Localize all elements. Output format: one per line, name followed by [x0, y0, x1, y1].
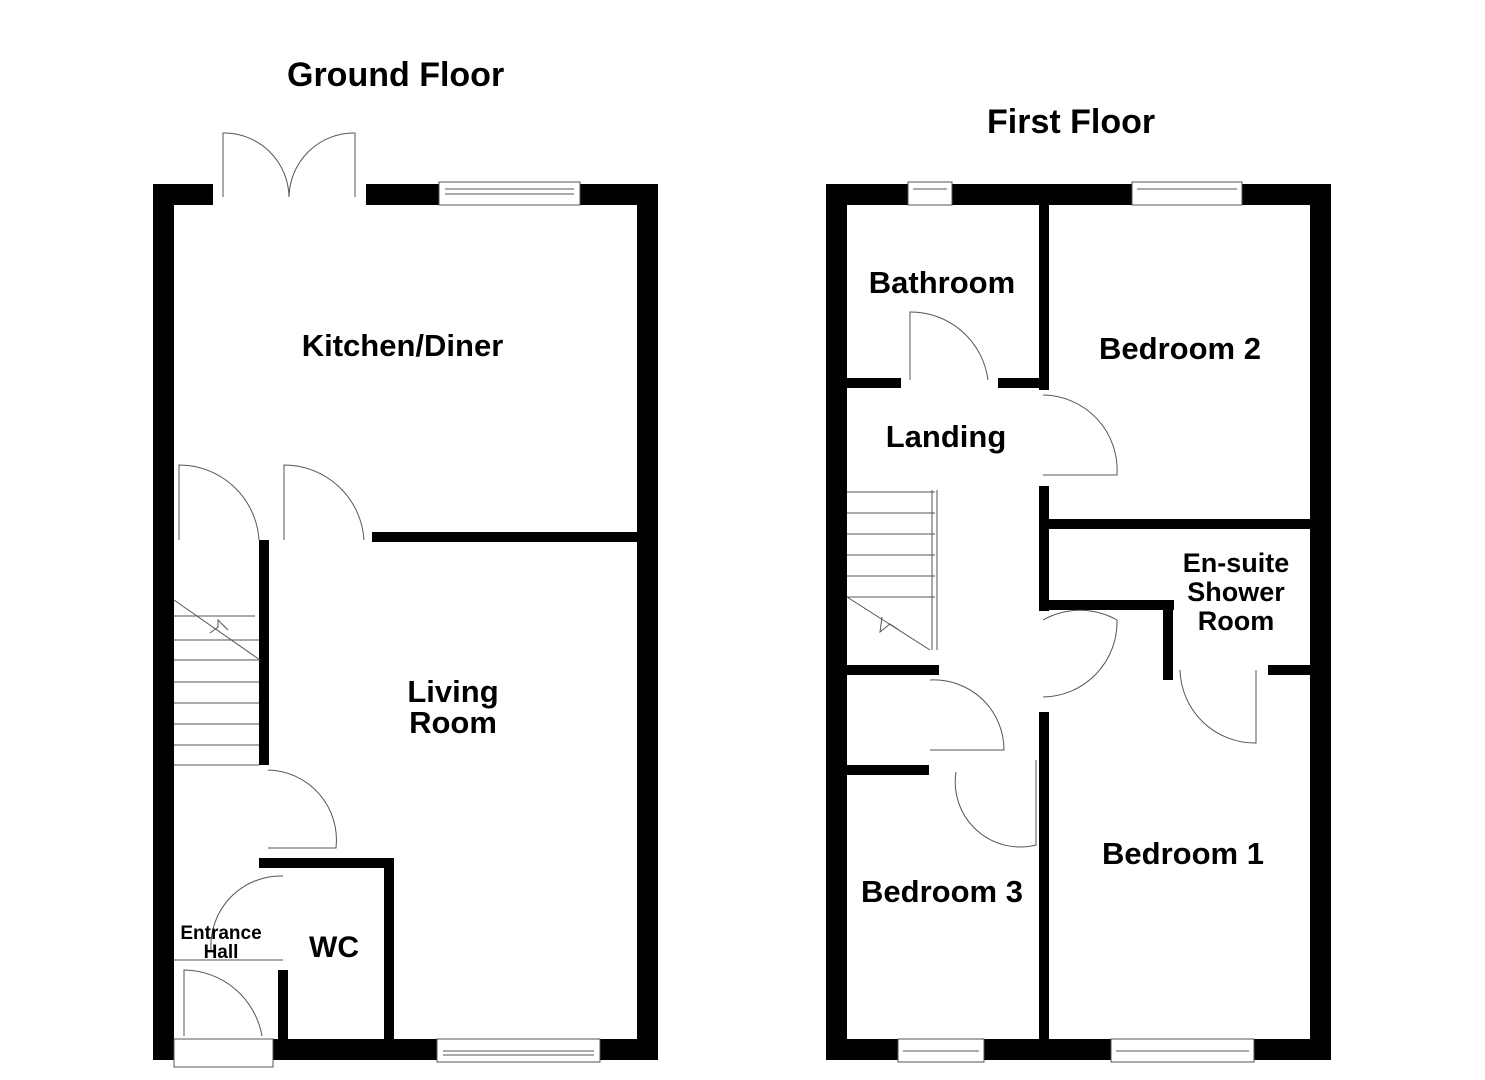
room-label-living-room: Living Room: [407, 674, 499, 740]
room-label-kitchen-diner: Kitchen/Diner: [301, 328, 504, 363]
first-floor-title: First Floor: [987, 103, 1156, 141]
room-label-bathroom: Bathroom: [868, 265, 1016, 300]
walls: [153, 184, 1331, 1060]
room-label-bedroom-1: Bedroom 1: [1102, 836, 1264, 871]
ground-floor-title: Ground Floor: [287, 56, 505, 94]
room-label-entrance-hall: Entrance Hall: [180, 923, 262, 963]
room-label-wc: WC: [309, 931, 359, 964]
room-label-en-suite: En-suite Shower Room: [1182, 548, 1290, 637]
room-label-bedroom-3: Bedroom 3: [861, 874, 1023, 909]
room-label-bedroom-2: Bedroom 2: [1099, 331, 1261, 366]
windows-and-doors: [173, 132, 1257, 1068]
room-label-landing: Landing: [885, 419, 1007, 454]
